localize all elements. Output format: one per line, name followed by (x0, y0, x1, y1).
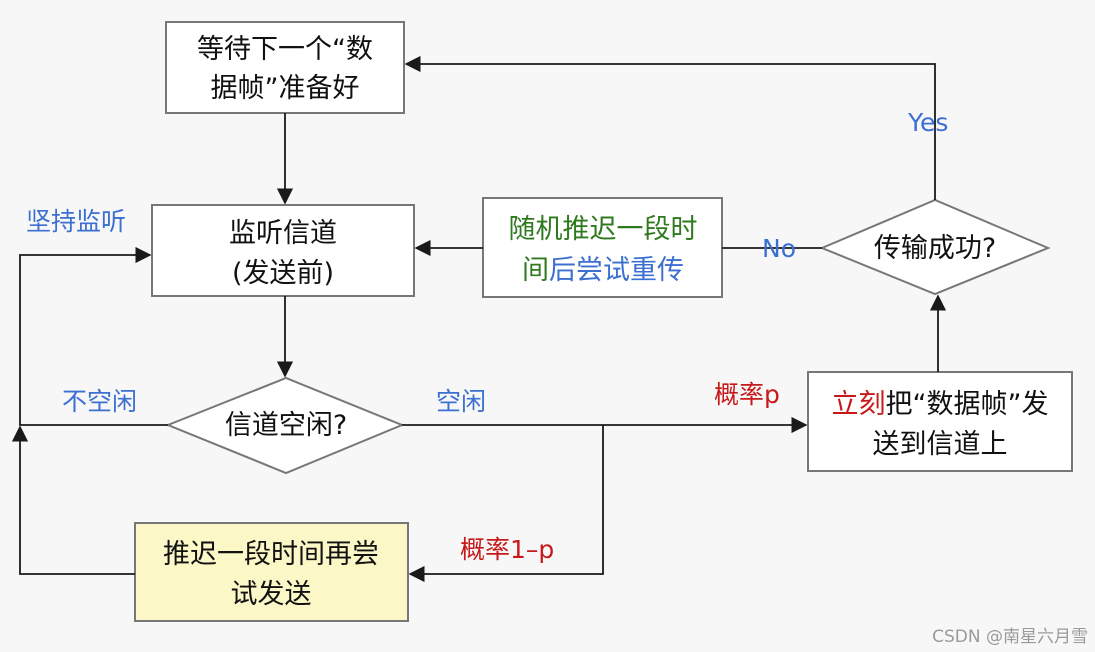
node-wait-frame: 等待下一个“数 据帧”准备好 (165, 21, 405, 114)
node-transmit-success: 传输成功? (819, 198, 1051, 296)
edge-success-yes (404, 55, 936, 200)
delay-retry-line2: 试发送 (231, 579, 312, 610)
send-now-line2: 送到信道上 (873, 429, 1008, 460)
random-backoff-line2: 间后尝试重传 (522, 255, 684, 286)
channel-idle-text: 信道空闲? (225, 410, 347, 441)
send-now-line1: 立刻把“数据帧”发 (832, 389, 1049, 420)
edge-idle-to-delay (408, 425, 604, 583)
label-idle: 空闲 (436, 387, 486, 416)
delay-retry-line1: 推迟一段时间再尝 (163, 539, 379, 570)
edge-delay-to-rail (11, 425, 135, 575)
edge-busy-to-listen (19, 246, 168, 426)
wait-frame-line1: 等待下一个“数 (197, 34, 373, 65)
watermark: CSDN @南星六月雪 (932, 627, 1088, 647)
random-backoff-line2-suffix: 后尝试重传 (549, 255, 684, 286)
listen-channel-line1: 监听信道 (229, 218, 337, 249)
node-channel-idle: 信道空闲? (165, 376, 405, 475)
label-yes: Yes (907, 108, 948, 137)
node-listen-channel: 监听信道 (发送前) (151, 204, 415, 297)
node-send-now: 立刻把“数据帧”发 送到信道上 (807, 371, 1073, 472)
wait-frame-line2: 据帧”准备好 (211, 73, 360, 104)
label-persist-listen: 坚持监听 (26, 207, 126, 236)
label-prob-1p: 概率1–p (460, 535, 554, 564)
node-delay-retry: 推迟一段时间再尝 试发送 (134, 522, 409, 622)
send-now-line1-prefix: 立刻 (832, 389, 886, 420)
listen-channel-line2: (发送前) (232, 258, 334, 289)
label-busy: 不空闲 (62, 387, 137, 416)
edges (11, 55, 947, 583)
random-backoff-line1: 随机推迟一段时 (509, 214, 698, 245)
node-random-backoff: 随机推迟一段时 间后尝试重传 (482, 197, 723, 298)
random-backoff-line2-prefix: 间 (522, 255, 549, 286)
label-no: No (762, 234, 796, 263)
send-now-line1-suffix: 把“数据帧”发 (886, 389, 1049, 420)
label-prob-p: 概率p (714, 380, 780, 409)
transmit-success-text: 传输成功? (874, 233, 996, 264)
